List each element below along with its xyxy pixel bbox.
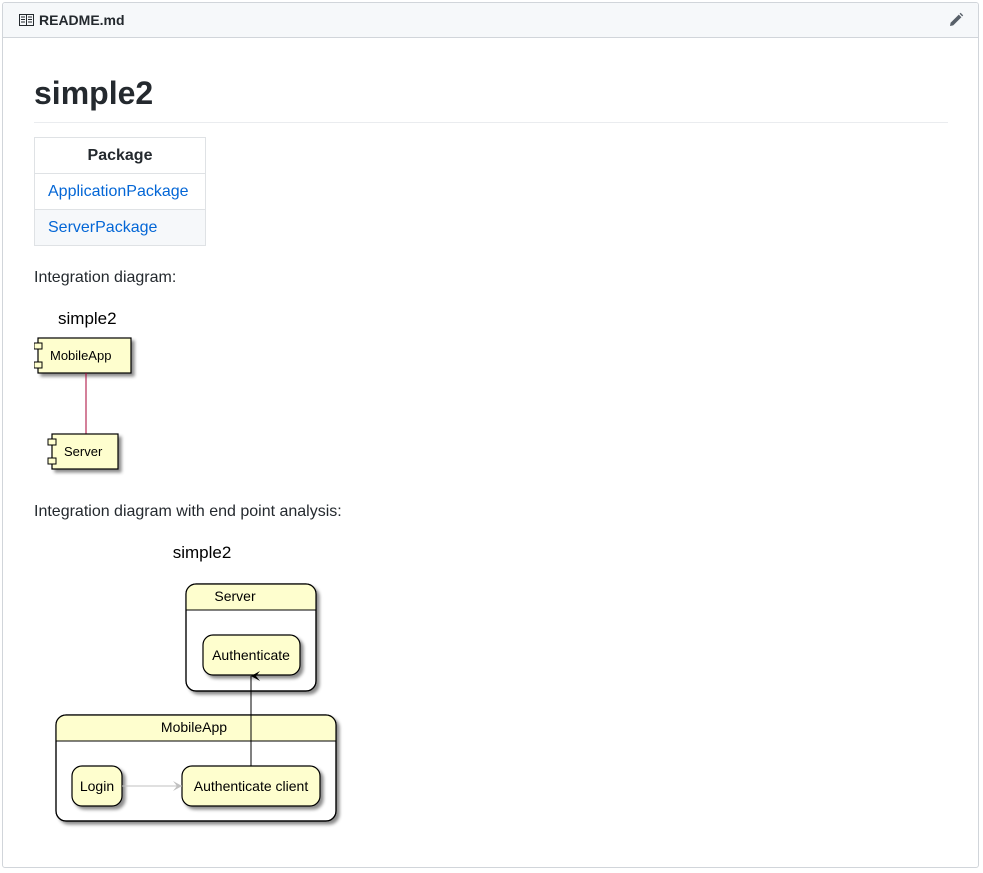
group-label: MobileApp — [161, 719, 227, 735]
table-row: ServerPackage — [34, 209, 206, 246]
diagram1-caption: Integration diagram: — [34, 269, 177, 286]
package-link-application[interactable]: ApplicationPackage — [48, 182, 189, 200]
file-name: README.md — [39, 12, 125, 28]
group-label: Server — [214, 588, 256, 604]
package-table: Package ApplicationPackage ServerPackage — [34, 137, 206, 246]
book-icon — [19, 14, 34, 26]
page-title: simple2 — [34, 73, 948, 123]
diagram1-title: simple2 — [58, 309, 117, 328]
diagram2-title: simple2 — [173, 543, 232, 562]
component-server: Server — [47, 433, 119, 470]
package-link-server[interactable]: ServerPackage — [48, 218, 158, 236]
node-authenticate-client: Authenticate client — [194, 778, 309, 794]
mobileapp-group: MobileApp Login Authenticate client — [55, 714, 337, 822]
component-label: Server — [64, 444, 103, 459]
pencil-icon[interactable] — [948, 12, 964, 28]
table-header: Package — [34, 137, 206, 174]
node-login: Login — [80, 778, 114, 794]
node-authenticate: Authenticate — [212, 647, 290, 663]
readme-header: README.md — [3, 3, 978, 38]
table-row: ApplicationPackage — [34, 173, 206, 210]
component-mobileapp: MobileApp — [34, 337, 132, 374]
diagram2-caption: Integration diagram with end point analy… — [34, 503, 342, 520]
endpoint-analysis-diagram: simple2 Server Authenticate MobileApp Lo… — [55, 543, 337, 822]
component-label: MobileApp — [50, 348, 111, 363]
server-group: Server Authenticate — [185, 583, 317, 692]
integration-diagram: simple2 MobileApp Server — [34, 309, 132, 470]
